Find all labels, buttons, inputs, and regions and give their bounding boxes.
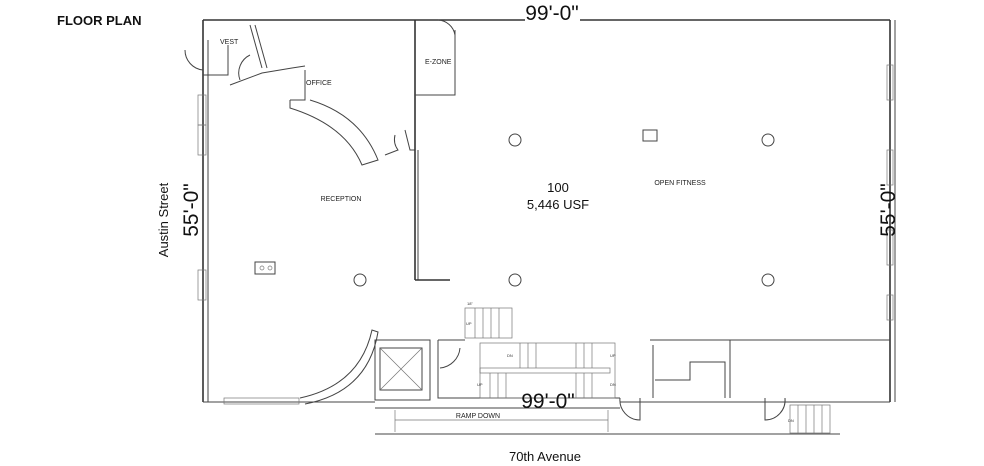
core (374, 307, 890, 434)
room-ezone: E-ZONE (425, 59, 452, 66)
columns (353, 129, 775, 287)
suite-area: 5,446 USF (527, 197, 589, 212)
reception-desk (254, 261, 276, 275)
stair-riser: 18" (467, 301, 473, 306)
dimension-right: 55'-0" (877, 183, 900, 237)
stair-dn-3: DN (788, 418, 794, 423)
ramp-label: RAMP DOWN (456, 413, 500, 420)
room-open-fitness: OPEN FITNESS (654, 180, 706, 187)
street-south: 70th Avenue (509, 449, 581, 464)
dimension-left: 55'-0" (180, 183, 203, 237)
room-reception: RECEPTION (321, 196, 362, 203)
dimension-top: 99'-0" (525, 2, 579, 25)
street-west: Austin Street (156, 182, 171, 257)
ramp (375, 407, 840, 435)
dimension-bottom: 99'-0" (521, 390, 575, 413)
exterior-walls (197, 19, 896, 405)
stair-up-3: UP (477, 382, 483, 387)
room-vest: VEST (220, 39, 239, 46)
curved-wall (299, 329, 379, 405)
floor-plan-title: FLOOR PLAN (57, 13, 142, 28)
stair-up-2: UP (610, 353, 616, 358)
interior-partition (414, 19, 456, 281)
stair-dn-1: DN (507, 353, 513, 358)
vestibule-office-walls (184, 24, 415, 166)
stair-dn-2: DN (610, 382, 616, 387)
room-office: OFFICE (306, 80, 332, 87)
suite-number: 100 (547, 180, 569, 195)
stair-up-1: UP (466, 321, 472, 326)
